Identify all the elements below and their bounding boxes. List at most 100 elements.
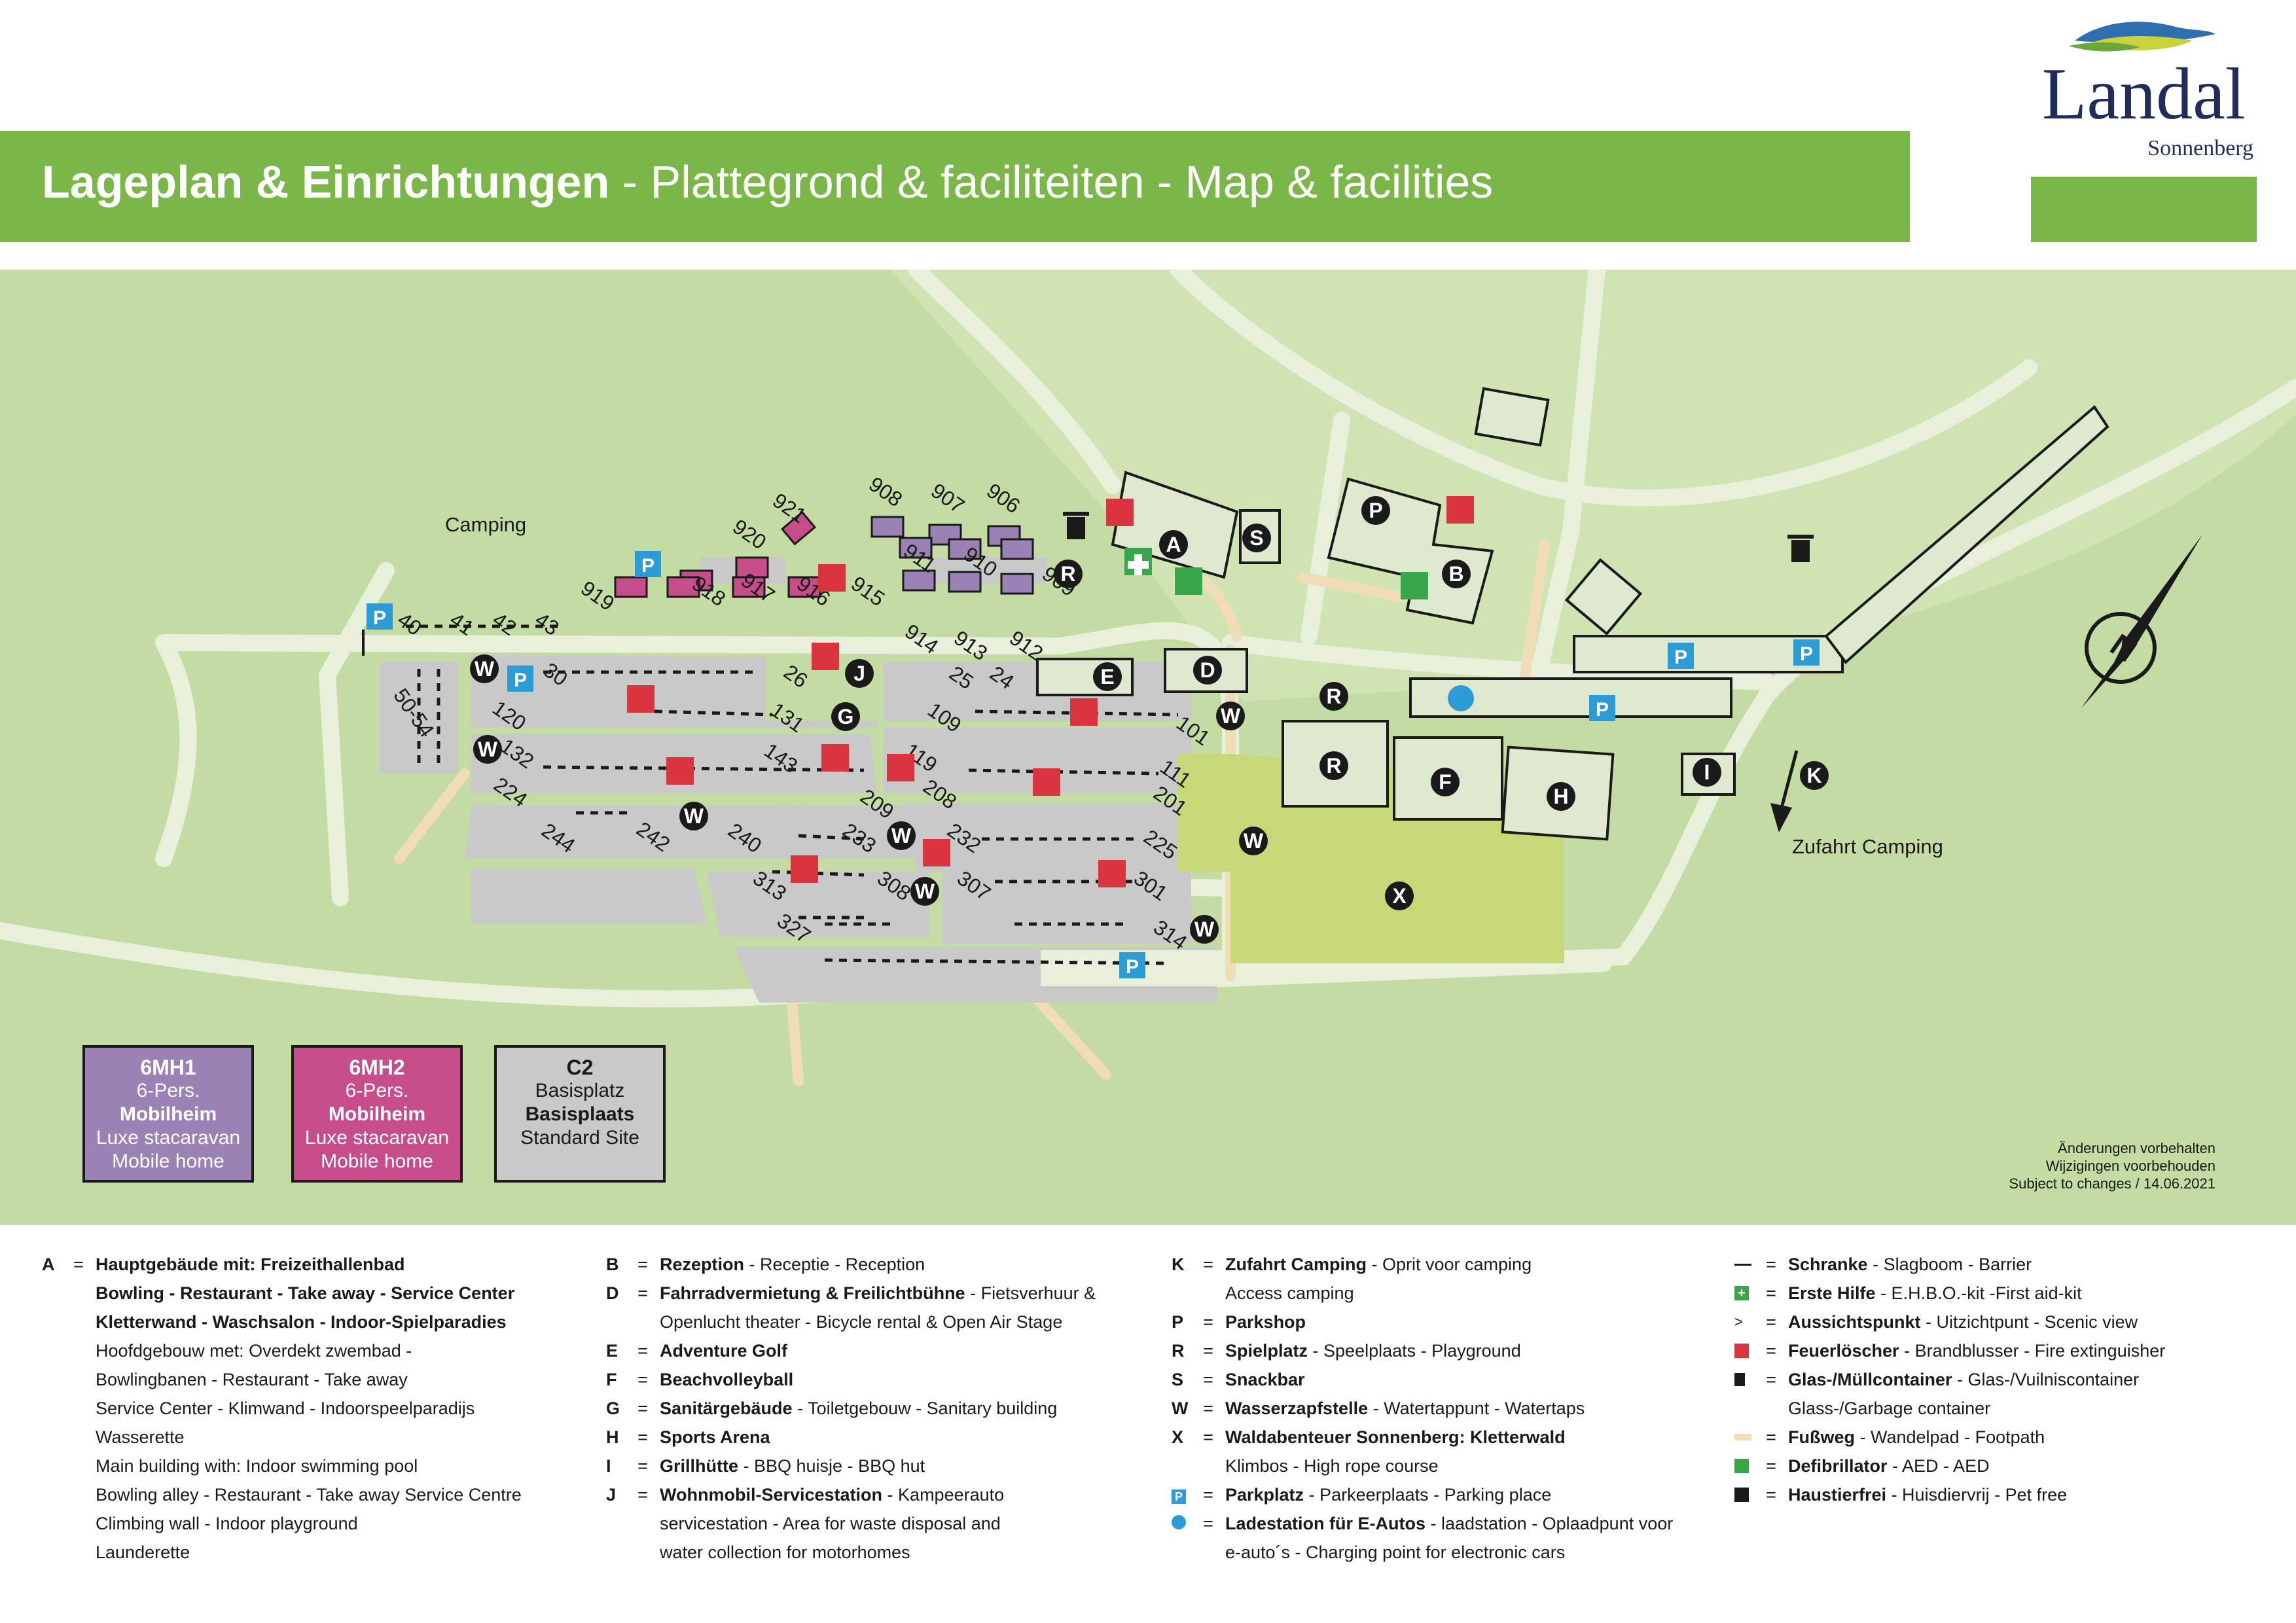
marker-w: W — [679, 802, 708, 830]
key-line: 6-Pers. — [345, 1080, 409, 1101]
svg-text:E: E — [1100, 665, 1114, 688]
extinguisher-icon — [1098, 860, 1126, 887]
legend-row: Main building with: Indoor swimming pool — [96, 1456, 418, 1476]
extinguisher-icon — [1106, 499, 1134, 526]
svg-text:R: R — [1060, 562, 1075, 586]
legend-row: E=Adventure Golf — [606, 1341, 788, 1361]
legend-row: Climbing wall - Indoor playground — [96, 1514, 358, 1533]
legend-row: H=Sports Arena — [606, 1427, 770, 1447]
mobile-homes-6mh1 — [870, 516, 1034, 595]
svg-text:W: W — [915, 880, 935, 903]
barrier-icon — [1734, 1263, 1751, 1266]
access-arrow-icon — [1770, 750, 1799, 832]
parking-icon: P — [367, 603, 393, 630]
marker-a: A — [1159, 530, 1188, 559]
legend-row: Hoofdgebouw met: Overdekt zwembad - — [96, 1341, 412, 1361]
extinguisher-icon — [1734, 1344, 1749, 1358]
legend-row: =Feuerlöscher - Brandblusser - Fire exti… — [1734, 1336, 2278, 1365]
extinguisher-icon — [887, 754, 914, 781]
marker-x: X — [1385, 882, 1414, 910]
legend-row: water collection for motorhomes — [660, 1543, 910, 1562]
marker-w: W — [887, 821, 916, 850]
svg-text:H: H — [1553, 785, 1568, 808]
marker-k: K — [1800, 761, 1829, 790]
legend-row: S=Snackbar — [1172, 1370, 1305, 1389]
legend-row: R=Spielplatz - Speelplaats - Playground — [1172, 1341, 1521, 1361]
legend-row: Wasserette — [96, 1427, 185, 1447]
key-line: 6-Pers. — [136, 1080, 200, 1101]
legend-row: A=Hauptgebäude mit: Freizeithallenbad — [42, 1255, 405, 1274]
marker-w: W — [470, 654, 499, 683]
svg-text:K: K — [1806, 764, 1821, 787]
title-bar — [0, 131, 1910, 242]
legend-column-4: =Schranke - Slagboom - Barrier +=Erste H… — [1734, 1250, 2278, 1509]
svg-text:P: P — [1800, 643, 1813, 665]
svg-text:P: P — [1126, 956, 1139, 978]
svg-text:P: P — [514, 669, 527, 691]
marker-e: E — [1093, 662, 1122, 691]
marker-w: W — [910, 877, 939, 906]
kletterwald-strip — [1178, 754, 1230, 872]
building-north — [1474, 387, 1550, 447]
key-6mh1: 6MH1 6-Pers. Mobilheim Luxe stacaravan M… — [82, 1045, 254, 1183]
marker-j: J — [845, 659, 874, 688]
parking-icon: P — [1589, 695, 1615, 721]
legend-row: P=Parkshop — [1172, 1312, 1306, 1332]
first-aid-cross — [1128, 554, 1149, 575]
legend-row: +=Erste Hilfe - E.H.B.O.-kit -First aid-… — [1734, 1279, 2278, 1308]
note-line-nl: Wijzigingen voorbehouden — [2046, 1158, 2215, 1174]
page-title: Lageplan & Einrichtungen - Plattegrond &… — [42, 156, 1493, 208]
key-line: Luxe stacaravan — [96, 1127, 241, 1149]
key-line: Basisplaats — [525, 1103, 635, 1125]
key-line: Luxe stacaravan — [304, 1127, 450, 1149]
title-bold: Lageplan & Einrichtungen — [42, 156, 610, 207]
svg-text:S: S — [1249, 526, 1263, 550]
legend-row: Klimbos - High rope course — [1225, 1456, 1439, 1476]
mobile-homes-6mh2 — [614, 510, 821, 598]
marker-s: S — [1242, 524, 1271, 552]
trash-icon — [1787, 535, 1814, 562]
parking-icon: P — [1668, 643, 1694, 669]
svg-text:R: R — [1326, 754, 1341, 777]
key-line: Standard Site — [520, 1127, 639, 1149]
svg-text:W: W — [1221, 704, 1241, 728]
marker-r: R — [1054, 560, 1083, 588]
facility-markers: A S P B R D E G J R R F H I K X W W W W … — [470, 496, 1829, 944]
legend-row: Bowlingbanen - Restaurant - Take away — [96, 1370, 408, 1389]
svg-text:P: P — [1369, 499, 1382, 522]
legend-row: =Glas-/Müllcontainer - Glas-/Vuilniscont… — [1734, 1365, 2278, 1394]
legend-row: B=Rezeption - Receptie - Reception — [606, 1255, 925, 1274]
svg-text:B: B — [1448, 562, 1463, 586]
parking-icon: P — [1793, 639, 1820, 666]
svg-text:D: D — [1200, 658, 1215, 682]
extinguisher-icon — [791, 855, 818, 883]
marker-w: W — [1216, 702, 1245, 730]
legend-row: Access camping — [1225, 1283, 1354, 1303]
legend-column-3: K=Zufahrt Camping - Oprit voor camping A… — [1172, 1250, 1734, 1567]
svg-text:W: W — [891, 824, 912, 847]
legend-row: Openlucht theater - Bicycle rental & Ope… — [660, 1312, 1063, 1332]
marker-r3: R — [1319, 751, 1348, 780]
extinguisher-icon — [627, 685, 655, 713]
legend-row: =Ladestation für E-Autos - laadstation -… — [1172, 1509, 1734, 1538]
extinguisher-icon — [1033, 768, 1060, 796]
svg-text:W: W — [684, 804, 704, 828]
extinguisher-icon — [1446, 496, 1474, 524]
marker-w: W — [1239, 827, 1268, 855]
marker-f: F — [1431, 768, 1460, 796]
extinguisher-icon — [666, 757, 694, 785]
parking-icon: P — [635, 551, 661, 577]
legend-row: P=Parkplatz - Parkeerplaats - Parking pl… — [1172, 1480, 1734, 1509]
extinguisher-markers — [627, 496, 1474, 887]
legend-row: e-auto´s - Charging point for electronic… — [1225, 1543, 1566, 1562]
note-line-de: Änderungen vorbehalten — [2058, 1140, 2215, 1156]
logo-park-name: Sonnenberg — [2147, 136, 2253, 160]
legend-row: servicestation - Area for waste disposal… — [660, 1514, 1001, 1533]
svg-text:J: J — [853, 662, 865, 685]
trash-icon — [1734, 1373, 1745, 1386]
key-line: Mobile home — [112, 1150, 224, 1172]
key-code: C2 — [566, 1056, 594, 1079]
legend-row: =Fußweg - Wandelpad - Footpath — [1734, 1423, 2278, 1452]
legend-row: D=Fahrradvermietung & Freilichtbühne - F… — [606, 1283, 1096, 1303]
trash-icon — [1063, 512, 1089, 539]
